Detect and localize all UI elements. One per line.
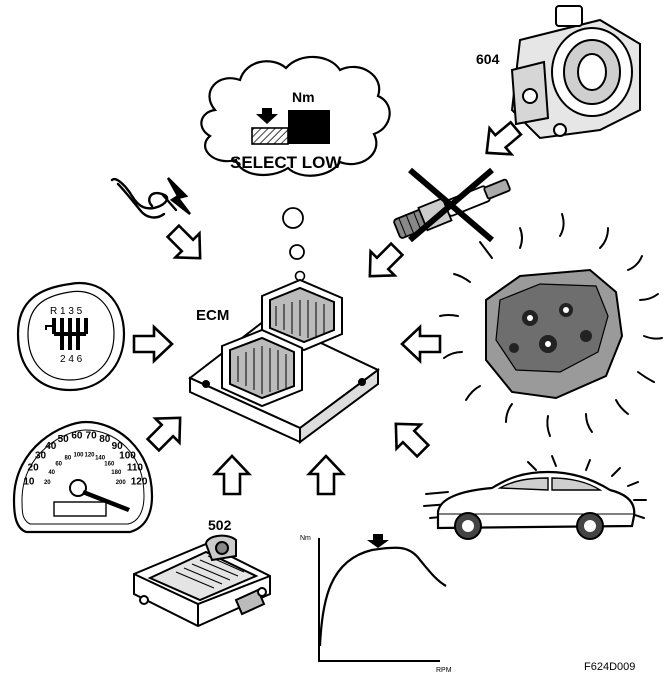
torque-curve-icon [318, 534, 447, 662]
figure-code-label: F624D009 [584, 661, 635, 673]
gear-shift-knob-icon [16, 281, 126, 392]
speed-outer-tick-100: 100 [119, 451, 136, 462]
throttle-body-icon [510, 5, 641, 140]
arrow-kickdown [159, 217, 214, 272]
select-low-label: SELECT LOW [230, 153, 342, 172]
arrow-car [382, 410, 437, 465]
speed-outer-tick-110: 110 [127, 463, 144, 474]
speed-inner-tick-140: 140 [95, 456, 106, 462]
arrow-torque [307, 454, 345, 496]
torque-y-axis-label: Nm [300, 535, 311, 542]
ref-604-label: 604 [476, 51, 500, 67]
speed-inner-tick-200: 200 [116, 480, 127, 486]
arrow-tcm [213, 454, 251, 496]
ecm-icon [188, 278, 380, 444]
speed-outer-tick-70: 70 [86, 431, 98, 442]
arrow-engine [400, 325, 442, 363]
speed-outer-tick-30: 30 [35, 451, 47, 462]
arrow-spark [356, 235, 411, 290]
car-icon [423, 455, 647, 540]
arrow-gear [132, 325, 174, 363]
speedometer-icon [12, 420, 154, 534]
speed-inner-tick-180: 180 [111, 470, 122, 476]
engine-icon [439, 213, 663, 437]
speed-outer-tick-10: 10 [23, 476, 35, 487]
speed-inner-tick-80: 80 [65, 456, 72, 462]
speed-inner-tick-100: 100 [73, 452, 84, 458]
speed-inner-tick-20: 20 [44, 480, 51, 486]
speed-inner-tick-120: 120 [84, 452, 95, 458]
speed-inner-tick-40: 40 [48, 470, 55, 476]
speed-outer-tick-40: 40 [45, 441, 57, 452]
speed-outer-tick-50: 50 [58, 434, 70, 445]
speed-outer-tick-120: 120 [131, 476, 148, 487]
torque-unit-label: Nm [292, 89, 315, 105]
ref-502-label: 502 [208, 517, 232, 533]
arrow-speedo [139, 404, 194, 459]
spark-plug-crossed-icon [393, 167, 511, 243]
speed-outer-tick-80: 80 [99, 434, 111, 445]
speed-outer-tick-90: 90 [112, 441, 124, 452]
speed-outer-tick-20: 20 [28, 463, 40, 474]
tcm-module-icon [133, 534, 271, 628]
thought-cloud-icon [200, 55, 391, 282]
shift-gate-top-numbers: R 1 3 5 [50, 306, 83, 317]
ecm-label: ECM [196, 307, 229, 324]
speed-inner-tick-160: 160 [104, 462, 115, 468]
speed-outer-tick-60: 60 [71, 431, 83, 442]
kickdown-switch-icon [110, 177, 191, 219]
speed-inner-tick-60: 60 [55, 462, 62, 468]
torque-x-axis-label: RPM [436, 667, 452, 674]
shift-gate-bottom-numbers: 2 4 6 [60, 354, 83, 365]
